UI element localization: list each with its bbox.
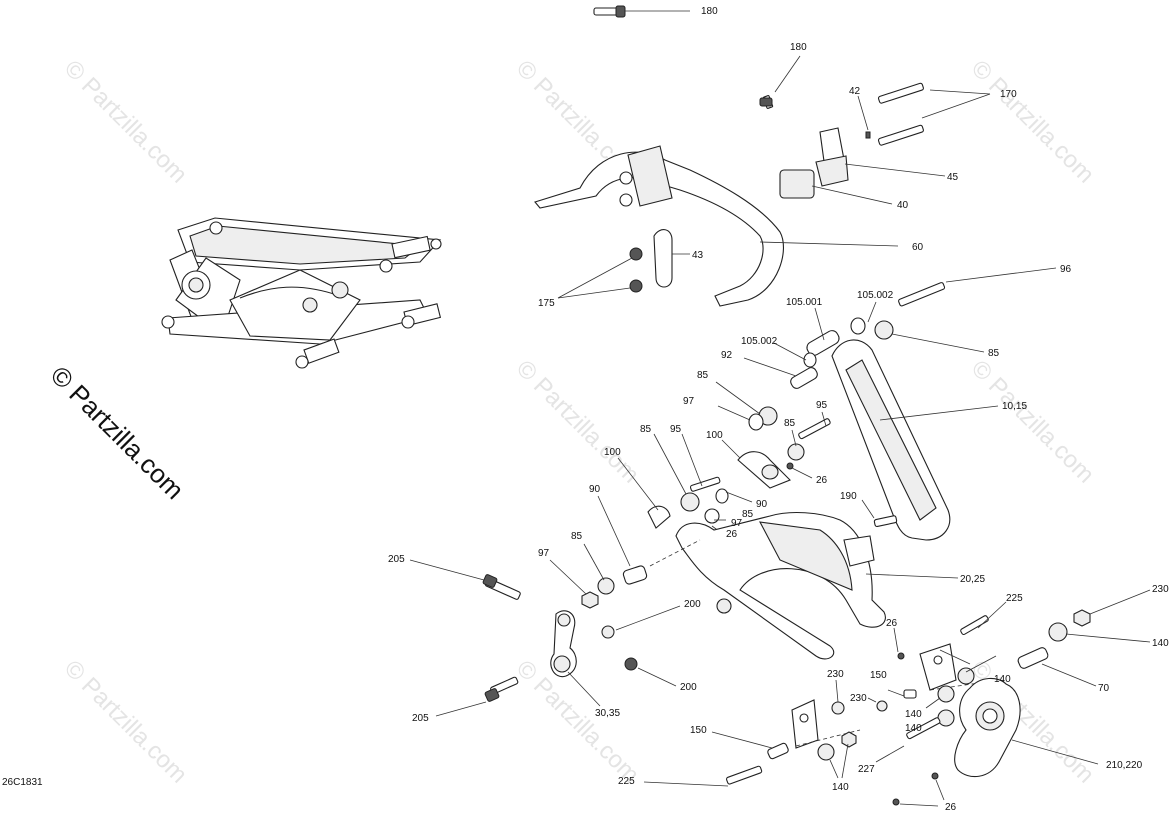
lower-arm-group — [409, 433, 959, 660]
callout-label: 26 — [886, 618, 898, 629]
callout-label: 85 — [697, 370, 709, 381]
callout-label: 97 — [538, 548, 550, 559]
callout-label: 230 — [827, 669, 844, 680]
callout-label: 210,220 — [1106, 760, 1143, 771]
callout-label: 180 — [790, 42, 807, 53]
callout-label: 230 — [850, 693, 867, 704]
callout-label: 100 — [706, 430, 723, 441]
callout-label: 26 — [945, 802, 957, 813]
callout-label: 85 — [988, 348, 1000, 359]
callout-label: 92 — [721, 350, 733, 361]
callout-label: 225 — [1006, 593, 1023, 604]
callout-label: 96 — [1060, 264, 1072, 275]
callout-label: 200 — [684, 599, 701, 610]
callout-label: 140 — [905, 723, 922, 734]
callout-label: 105.001 — [786, 297, 823, 308]
callout-label: 140 — [905, 709, 922, 720]
drawing-code: 26C1831 — [2, 777, 43, 788]
callout-label: 140 — [1152, 638, 1169, 649]
callout-label: 10,15 — [1002, 401, 1027, 412]
callout-label: 85 — [784, 418, 796, 429]
callout-label: 95 — [670, 424, 682, 435]
callout-label: 85 — [742, 509, 754, 520]
callout-label: 230 — [1152, 584, 1169, 595]
callout-label: 97 — [731, 518, 743, 529]
callout-label: 97 — [683, 396, 695, 407]
callout-label: 225 — [618, 776, 635, 787]
callout-label: 180 — [701, 6, 718, 17]
callout-label: 30,35 — [595, 708, 620, 719]
callout-label: 190 — [840, 491, 857, 502]
lower-bracket-group — [643, 679, 861, 787]
callout-labels: 180 180 42 170 45 40 60 43 175 96 105.00… — [388, 6, 1169, 813]
suspension-assembly-overview — [161, 217, 442, 369]
callout-label: 205 — [388, 554, 405, 565]
callout-label: 205 — [412, 713, 429, 724]
callout-label: 150 — [690, 725, 707, 736]
callout-label: 85 — [571, 531, 583, 542]
callout-label: 43 — [692, 250, 704, 261]
callout-label: 175 — [538, 298, 555, 309]
callout-label: 70 — [1098, 683, 1110, 694]
callout-label: 90 — [589, 484, 601, 495]
callout-label: 40 — [897, 200, 909, 211]
callout-label: 200 — [680, 682, 697, 693]
callout-label: 150 — [870, 670, 887, 681]
callout-label: 20,25 — [960, 574, 985, 585]
callout-label: 170 — [1000, 89, 1017, 100]
anti-roll-bar-group — [534, 5, 991, 307]
callout-label: 45 — [947, 172, 959, 183]
callout-label: 26 — [726, 529, 738, 540]
callout-label: 140 — [994, 674, 1011, 685]
callout-label: 42 — [849, 86, 861, 97]
callout-label: 227 — [858, 764, 875, 775]
callout-label: 95 — [816, 400, 828, 411]
callout-label: 90 — [756, 499, 768, 510]
callout-label: 85 — [640, 424, 652, 435]
callout-label: 100 — [604, 447, 621, 458]
rocker-linkage-group — [715, 267, 1057, 541]
callout-label: 26 — [816, 475, 828, 486]
callout-label: 140 — [832, 782, 849, 793]
callout-label: 105.002 — [857, 290, 894, 301]
callout-label: 60 — [912, 242, 924, 253]
stabilizer-link-group — [435, 610, 677, 717]
callout-label: 105.002 — [741, 336, 778, 347]
knuckle-group — [867, 589, 1151, 807]
